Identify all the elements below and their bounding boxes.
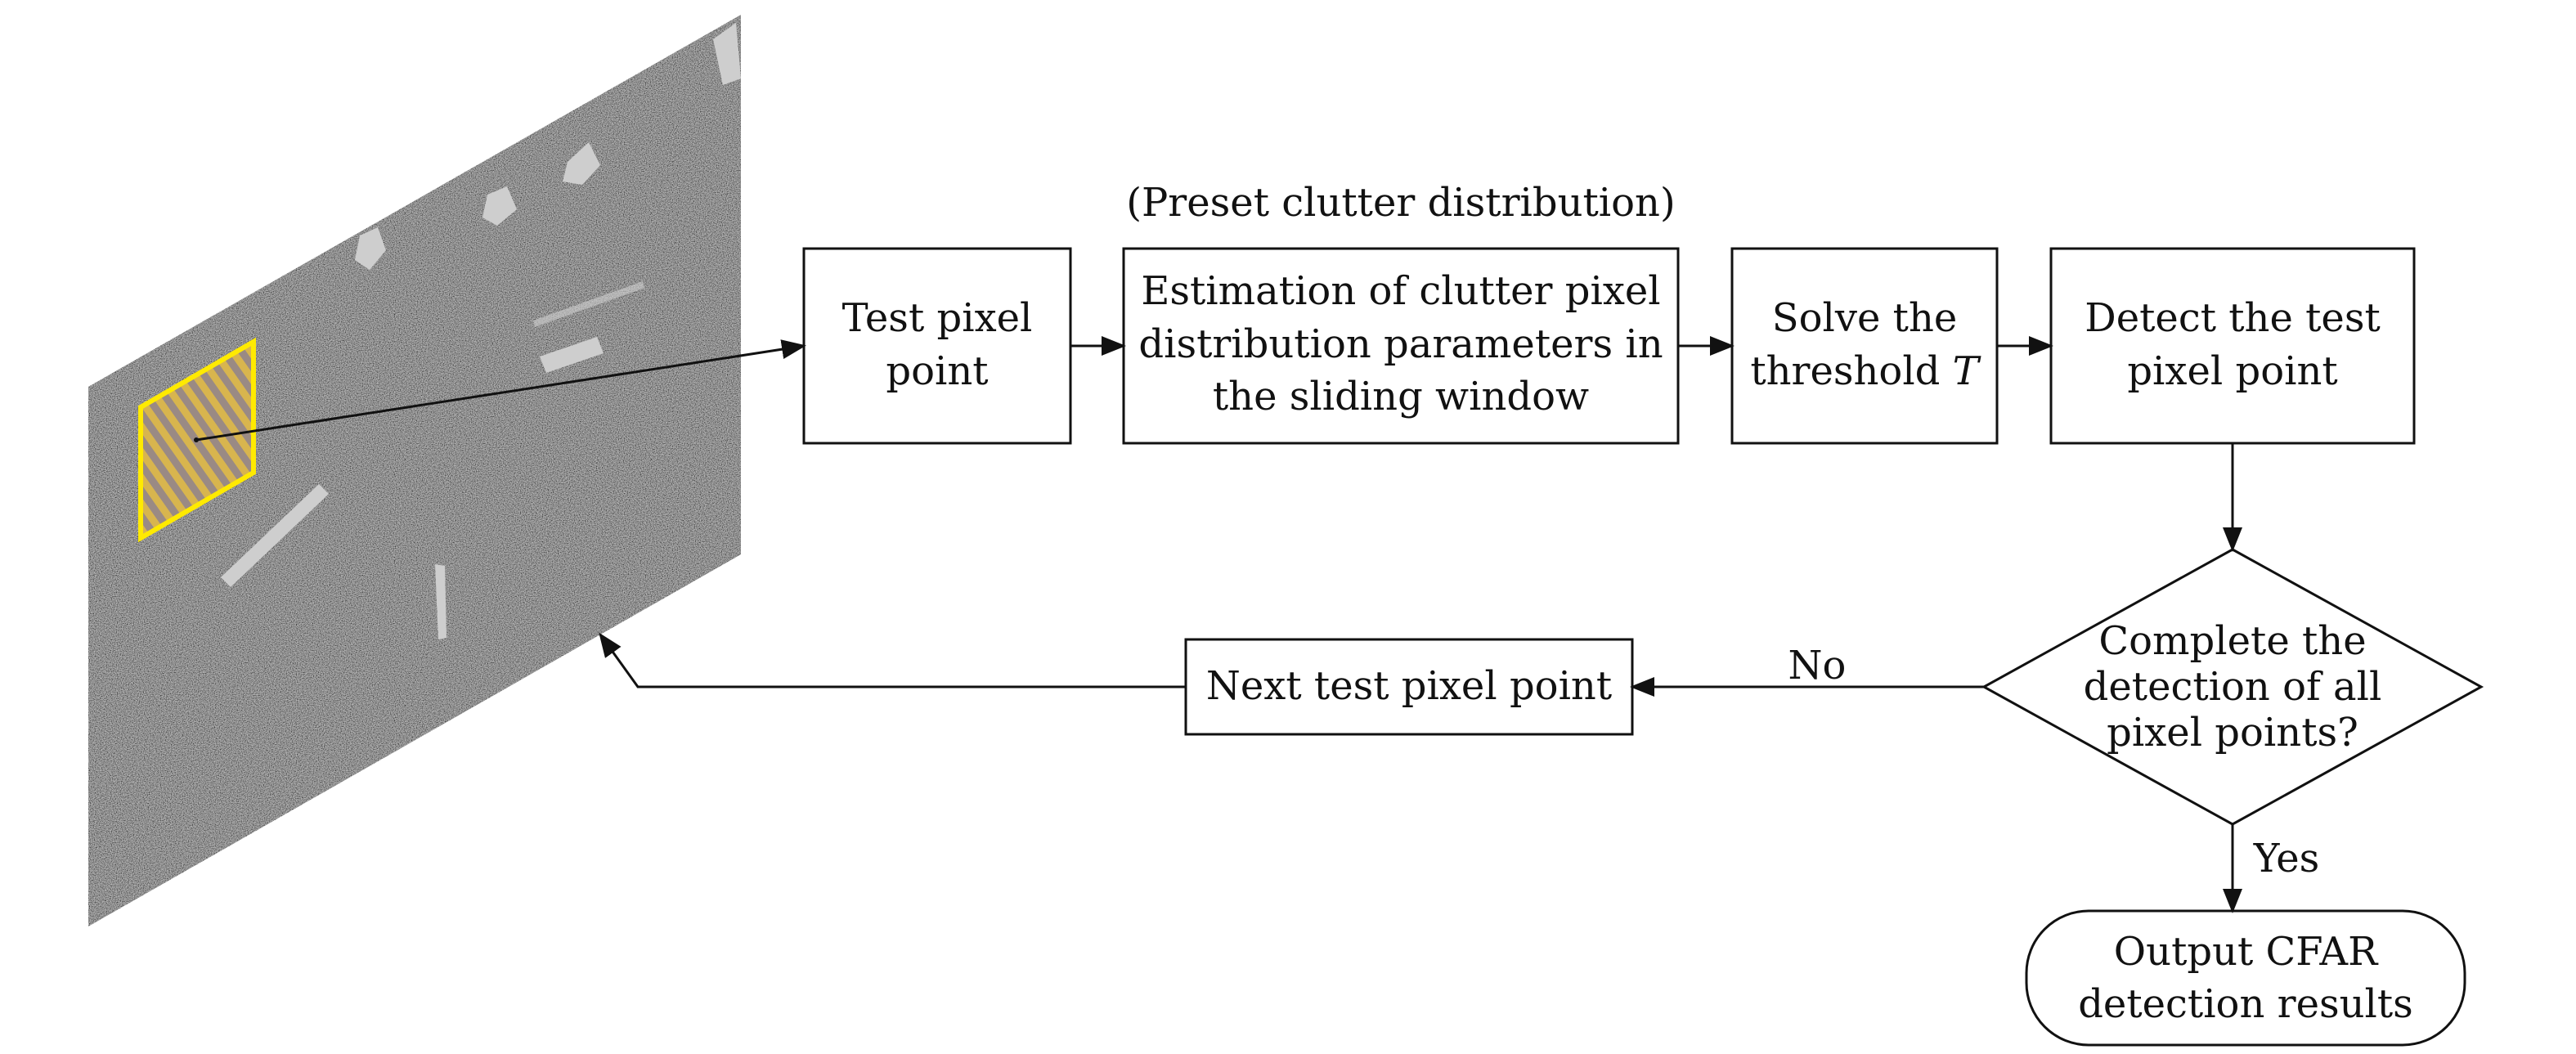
decision-line3: pixel points? bbox=[2107, 710, 2358, 756]
detect-line1: Detect the test bbox=[2085, 295, 2381, 341]
estimation-line1: Estimation of clutter pixel bbox=[1141, 268, 1660, 314]
estimation-line3: the sliding window bbox=[1213, 374, 1589, 419]
arrow-window-to-test bbox=[195, 339, 806, 442]
detect-box: Detect the test pixel point bbox=[2049, 247, 2416, 445]
bright-targets bbox=[221, 23, 741, 639]
test-pixel-line2: point bbox=[886, 348, 988, 394]
output-line1: Output CFAR bbox=[2114, 929, 2379, 975]
threshold-variable: T bbox=[1953, 348, 1981, 394]
yes-label: Yes bbox=[2253, 836, 2320, 881]
detect-line2: pixel point bbox=[2127, 348, 2337, 394]
preset-clutter-annotation: (Preset clutter distribution) bbox=[1126, 180, 1675, 226]
output-box: Output CFAR detection results bbox=[2025, 909, 2466, 1047]
no-label: No bbox=[1788, 643, 1847, 688]
next-pixel-line1: Next test pixel point bbox=[1206, 663, 1612, 709]
decision-line1: Complete the bbox=[2098, 618, 2366, 664]
test-pixel-line1: Test pixel bbox=[842, 295, 1033, 341]
estimation-box: Estimation of clutter pixel distribution… bbox=[1122, 247, 1680, 445]
solve-threshold-box: Solve the threshold T bbox=[1730, 247, 1999, 445]
test-pixel-box: Test pixel point bbox=[802, 247, 1072, 445]
decision-diamond: Complete the detection of all pixel poin… bbox=[1981, 548, 2484, 826]
decision-line2: detection of all bbox=[2084, 664, 2382, 710]
solve-line1: Solve the bbox=[1772, 295, 1958, 341]
solve-line2: threshold T bbox=[1750, 348, 1981, 394]
estimation-line2: distribution parameters in bbox=[1138, 321, 1663, 367]
arrow-next-to-image bbox=[599, 632, 1186, 688]
output-line2: detection results bbox=[2078, 981, 2413, 1027]
next-pixel-box: Next test pixel point bbox=[1184, 638, 1634, 736]
solve-line2-text: threshold bbox=[1750, 348, 1952, 394]
